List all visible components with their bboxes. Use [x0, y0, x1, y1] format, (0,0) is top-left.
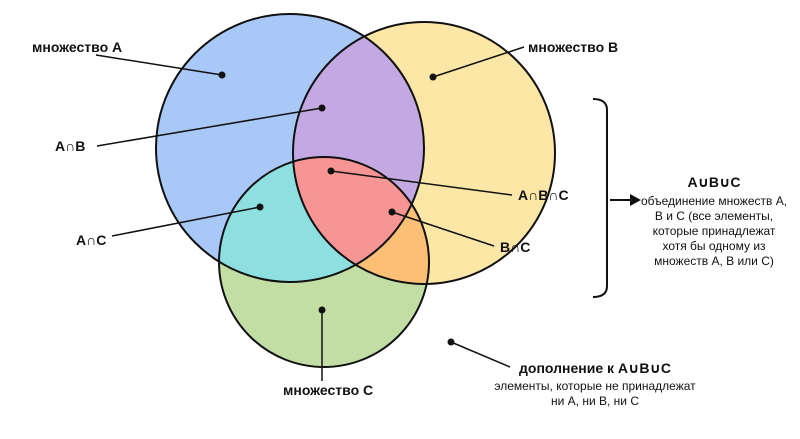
dot-a-and-b-and-c: [327, 167, 335, 175]
label-complement-title: дополнение к A∪B∪C: [519, 360, 671, 376]
label-b-and-c: B∩C: [500, 239, 530, 255]
union-arrow-head: [630, 194, 641, 206]
dot-a-and-c: [256, 203, 264, 211]
leader-a-and-c: [111, 206, 261, 237]
label-a-and-b: A∩B: [55, 138, 85, 154]
union-description-line: которые принадлежат: [653, 224, 776, 238]
union-description-line: множеств A, B или C): [654, 254, 774, 268]
dot-a-and-b: [318, 104, 326, 112]
leader-a-and-b: [96, 107, 323, 147]
set-b-outline: [292, 21, 556, 285]
union-description-line: хотя бы одному из: [662, 239, 766, 253]
set-c-outline: [218, 156, 430, 368]
dot-complement: [447, 338, 455, 346]
leader-set-a: [95, 54, 223, 76]
dot-b-and-c: [388, 208, 396, 216]
leader-a-and-b-and-c: [330, 170, 513, 196]
set-a-outline: [155, 13, 425, 283]
union-description: объединение множеств A, B и C (все элеме…: [641, 194, 787, 268]
label-set-c: множество C: [283, 382, 373, 398]
dot-set-a: [218, 71, 226, 79]
union-description-line: B и C (все элементы,: [655, 209, 773, 223]
label-set-b: множество B: [528, 39, 618, 55]
label-union-title: A∪B∪C: [687, 174, 740, 190]
leader-set-b: [432, 46, 525, 78]
leader-complement: [450, 341, 511, 368]
union-description-line: объединение множеств A,: [641, 194, 787, 208]
dot-set-c: [318, 306, 326, 314]
label-a-and-b-and-c: A∩B∩C: [518, 187, 569, 203]
complement-description: элементы, которые не принадлежат ни A, н…: [494, 379, 696, 408]
dot-set-b: [429, 73, 437, 81]
label-a-and-c: A∩C: [76, 232, 106, 248]
complement-description-line: элементы, которые не принадлежат: [494, 379, 696, 393]
leader-b-and-c: [391, 211, 495, 247]
union-bracket: [592, 98, 608, 298]
label-set-a: множество A: [32, 39, 122, 55]
complement-description-line: ни A, ни B, ни C: [551, 394, 639, 408]
